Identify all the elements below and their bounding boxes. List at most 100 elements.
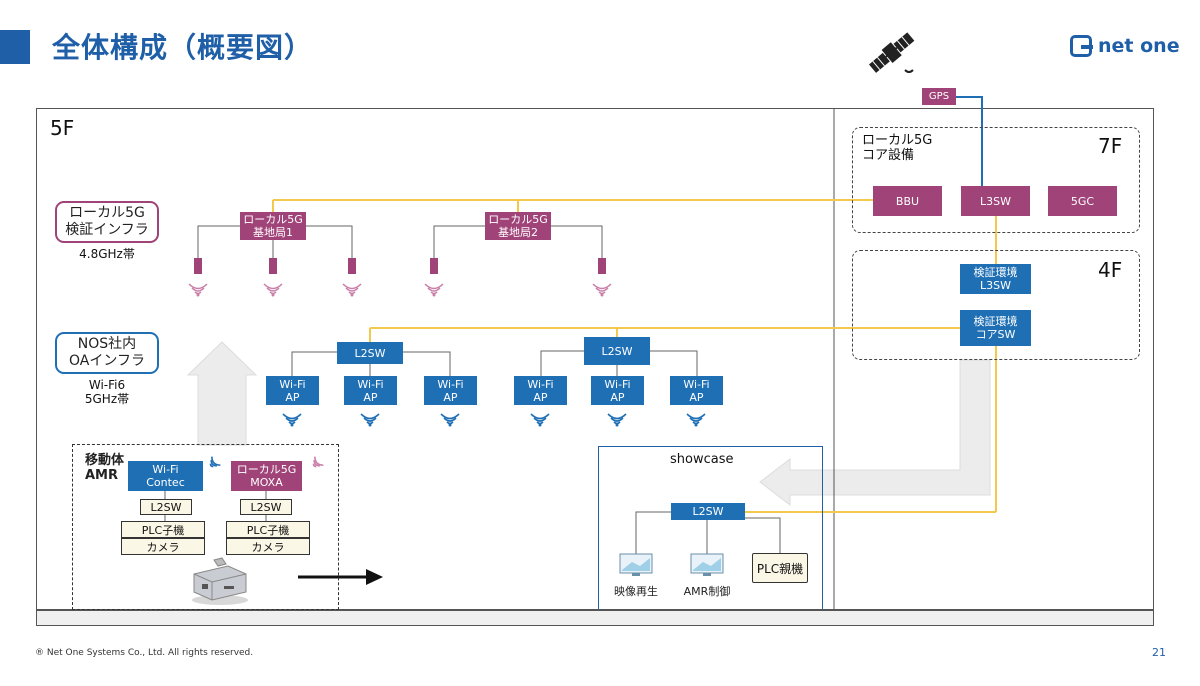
amr-local5g-moxa: ローカル5G MOXA xyxy=(231,461,302,491)
diagram-frame xyxy=(36,108,1154,610)
verification-env-area-4f xyxy=(852,250,1140,360)
amr-control-label: AMR制御 xyxy=(683,585,731,598)
amr-title: 移動体 AMR xyxy=(85,453,124,483)
wifi-signal-icon xyxy=(209,456,221,468)
antenna-icon xyxy=(269,258,277,274)
antenna-icon xyxy=(430,258,438,274)
logo-text: net one xyxy=(1098,35,1180,57)
legend-local5g-line2: 検証インフラ xyxy=(65,222,149,238)
movement-arrow-head xyxy=(366,569,383,585)
wifi-ap-line2: AP xyxy=(533,390,548,404)
base-station-2-line2: 基地局2 xyxy=(498,226,538,239)
core-title-line2: コア設備 xyxy=(862,148,915,163)
5gc-box: 5GC xyxy=(1048,186,1117,216)
amr-title-line2: AMR xyxy=(85,468,119,483)
floor-label-7f: 7F xyxy=(1098,134,1123,158)
wifi-signal-icon xyxy=(686,413,706,427)
signal-wave-icon xyxy=(263,283,283,297)
amr-wifi-contec: Wi-Fi Contec xyxy=(128,461,203,491)
verification-coresw-line2: コアSW xyxy=(975,328,1016,341)
floor-label-5f: 5F xyxy=(50,116,75,140)
plc-parent-box: PLC親機 xyxy=(752,553,808,583)
nos-l2sw-right: L2SW xyxy=(584,337,650,365)
legend-nos-band: Wi-Fi6 5GHz帯 xyxy=(55,378,159,406)
signal-wave-icon xyxy=(592,283,612,297)
amr-wifi-line1: Wi-Fi xyxy=(152,463,179,476)
amr-plc-left: PLC子機 xyxy=(121,521,205,538)
legend-nos-line2: OAインフラ xyxy=(69,353,145,369)
wifi-signal-icon xyxy=(360,413,380,427)
wifi-signal-icon xyxy=(282,413,302,427)
core-facility-area-7f xyxy=(852,127,1140,233)
legend-nos-band-line1: Wi-Fi6 xyxy=(88,378,126,392)
wifi-ap-line1: Wi-Fi xyxy=(683,377,710,391)
signal-wave-icon xyxy=(342,283,362,297)
page-number: 21 xyxy=(1152,646,1166,659)
wifi-ap-line2: AP xyxy=(363,390,378,404)
wifi-signal-icon xyxy=(530,413,550,427)
base-station-2: ローカル5G 基地局2 xyxy=(485,212,551,240)
legend-local5g-line1: ローカル5G xyxy=(69,205,145,221)
frame-bottom-strip xyxy=(36,610,1154,626)
signal-wave-icon xyxy=(188,283,208,297)
amr-l2sw-left: L2SW xyxy=(140,499,192,515)
wifi-ap-line1: Wi-Fi xyxy=(604,377,631,391)
legend-local5g-band: 4.8GHz帯 xyxy=(79,247,135,261)
amr-robot-icon xyxy=(192,557,248,605)
verification-core-sw-box: 検証環境 コアSW xyxy=(960,310,1031,346)
amr-camera-right: カメラ xyxy=(226,538,310,555)
floor-label-4f: 4F xyxy=(1098,258,1123,282)
verification-l3sw-line1: 検証環境 xyxy=(973,266,1018,279)
verification-coresw-line1: 検証環境 xyxy=(973,315,1018,328)
amr-plc-right: PLC子機 xyxy=(226,521,310,538)
amr-l2sw-right: L2SW xyxy=(240,499,292,515)
verification-l3sw-line2: L3SW xyxy=(980,279,1011,292)
amr-area xyxy=(72,444,339,610)
copyright-text: ® Net One Systems Co., Ltd. All rights r… xyxy=(35,648,254,658)
showcase-area xyxy=(598,446,823,610)
amr-camera-left: カメラ xyxy=(121,538,205,555)
base-station-1-line2: 基地局1 xyxy=(253,226,293,239)
antenna-icon xyxy=(194,258,202,274)
legend-nos-band-line2: 5GHz帯 xyxy=(84,392,130,406)
legend-nos-oa: NOS社内 OAインフラ xyxy=(55,332,159,374)
video-playback-label: 映像再生 xyxy=(614,585,658,598)
wifi-signal-icon xyxy=(607,413,627,427)
wifi-signal-icon xyxy=(440,413,460,427)
base-station-1: ローカル5G 基地局1 xyxy=(240,212,306,240)
monitor-icon xyxy=(619,553,653,576)
amr-title-line1: 移動体 xyxy=(85,453,125,468)
satellite-icon xyxy=(868,32,915,73)
wifi-ap-line1: Wi-Fi xyxy=(357,377,384,391)
wifi-ap-line2: AP xyxy=(610,390,625,404)
wifi-ap-line2: AP xyxy=(443,390,458,404)
background-arrows xyxy=(186,341,991,507)
monitor-icon xyxy=(690,553,724,576)
amr-l5g-line2: MOXA xyxy=(250,476,283,489)
showcase-title: showcase xyxy=(670,452,734,467)
page-title: 全体構成（概要図） xyxy=(52,31,314,64)
signal-wave-icon xyxy=(424,283,444,297)
verification-l3sw-box: 検証環境 L3SW xyxy=(960,264,1031,294)
antenna-icon xyxy=(348,258,356,274)
wifi-ap-line1: Wi-Fi xyxy=(437,377,464,391)
base-station-2-line1: ローカル5G xyxy=(488,213,548,226)
gps-box: GPS xyxy=(922,88,956,105)
logo-icon xyxy=(1070,35,1093,57)
amr-l5g-line1: ローカル5G xyxy=(236,463,297,476)
title-accent-bar xyxy=(0,30,30,64)
wifi-ap-line1: Wi-Fi xyxy=(527,377,554,391)
wifi-ap-line2: AP xyxy=(285,390,300,404)
wifi-ap-line1: Wi-Fi xyxy=(279,377,306,391)
legend-nos-line1: NOS社内 xyxy=(77,336,137,352)
wifi-ap-line2: AP xyxy=(689,390,704,404)
bbu-box: BBU xyxy=(873,186,942,216)
base-station-1-line1: ローカル5G xyxy=(243,213,303,226)
nos-l2sw-left: L2SW xyxy=(337,342,403,364)
legend-local5g: ローカル5G 検証インフラ xyxy=(55,201,159,243)
